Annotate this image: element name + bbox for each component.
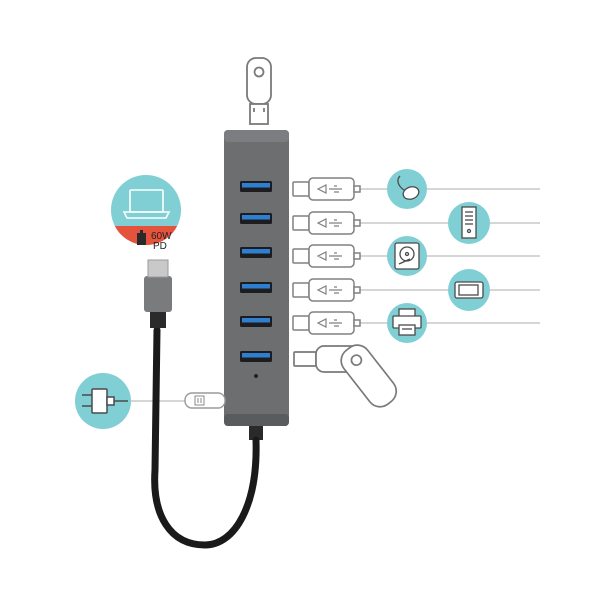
- status-led: [254, 374, 258, 378]
- smartphone-device: [448, 269, 490, 311]
- usb-port-5: [240, 316, 272, 327]
- top-flash-drive-icon: [246, 57, 272, 125]
- usb-hub-body: [224, 130, 289, 426]
- pc-tower-icon: [461, 206, 477, 239]
- usb-plug-3: [292, 244, 361, 268]
- power-adapter-badge: [75, 373, 131, 429]
- usb-a-plugs: [292, 177, 361, 335]
- usb-port-3: [240, 247, 272, 258]
- power-in-connector: [184, 392, 226, 409]
- usb-port-1: [240, 181, 272, 192]
- usb-plug-1: [292, 177, 361, 201]
- usb-plug-4: [292, 278, 361, 302]
- usb-port-4: [240, 282, 272, 293]
- swivel-flash-drive-icon: [293, 344, 398, 408]
- mouse-icon: [397, 175, 420, 200]
- plug-icon: [137, 230, 146, 245]
- hard-drive-icon: [394, 242, 420, 270]
- hard-drive-device: [387, 236, 427, 276]
- power-delivery-text: PD: [153, 241, 167, 252]
- power-adapter-icon: [82, 388, 128, 414]
- printer-device: [387, 303, 427, 343]
- smartphone-icon: [454, 281, 484, 299]
- power-rating-text: 60W: [151, 231, 172, 242]
- laptop-icon: [122, 189, 171, 219]
- usb-port-2: [240, 213, 272, 224]
- printer-icon: [392, 308, 422, 336]
- usb-plug-5: [292, 311, 361, 335]
- usb-c-cable: [144, 259, 263, 549]
- device-cable-lines: [128, 188, 540, 402]
- mouse-device: [387, 169, 427, 209]
- pc-tower-device: [448, 202, 490, 244]
- usb-plug-2: [292, 211, 361, 235]
- laptop-power-delivery-badge: 60W PD: [111, 175, 181, 252]
- usb-port-6: [240, 351, 272, 362]
